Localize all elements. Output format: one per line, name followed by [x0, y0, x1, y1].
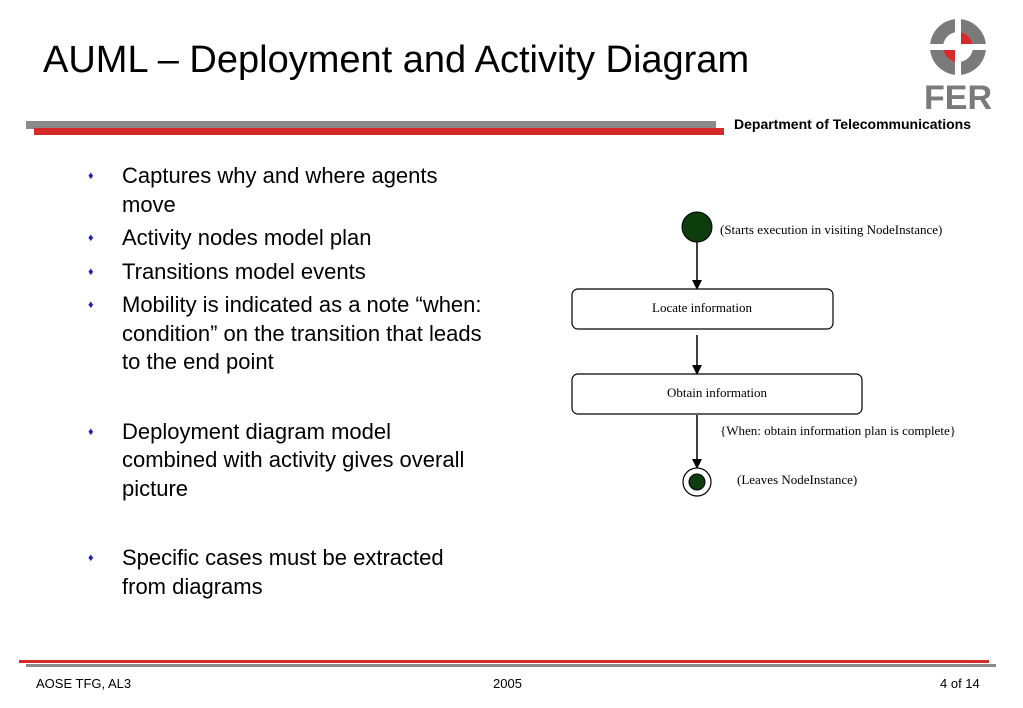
footer-gray-bar	[26, 664, 996, 667]
department-name: Department of Telecommunications	[734, 116, 972, 132]
activity-label: Obtain information	[667, 385, 768, 400]
header-red-bar	[34, 128, 724, 135]
logo-text: FER	[924, 79, 992, 113]
bullet-text: Specific cases must be extracted from di…	[122, 545, 444, 599]
bullet-item: ♦ Specific cases must be extracted from …	[88, 544, 488, 601]
final-node	[688, 473, 706, 491]
fer-logo-icon: FER	[924, 19, 992, 113]
footer-year: 2005	[493, 676, 522, 691]
footer-red-bar	[19, 660, 989, 663]
bullet-item: ♦ Mobility is indicated as a note “when:…	[88, 291, 488, 377]
start-note: (Starts execution in visiting NodeInstan…	[720, 222, 942, 237]
bullet-text: Activity nodes model plan	[122, 225, 372, 250]
end-note: (Leaves NodeInstance)	[737, 472, 857, 487]
bullet-list: ♦ Captures why and where agents move ♦ A…	[88, 162, 488, 601]
diamond-bullet-icon: ♦	[88, 232, 94, 244]
activity-locate-information	[571, 288, 834, 330]
bullet-item: ♦ Deployment diagram model combined with…	[88, 418, 488, 504]
bullet-item: ♦ Captures why and where agents move	[88, 162, 488, 219]
diamond-bullet-icon: ♦	[88, 552, 94, 564]
footer-page-number: 4 of 14	[940, 676, 980, 691]
diamond-bullet-icon: ♦	[88, 265, 94, 278]
bullet-item: ♦ Activity nodes model plan	[88, 224, 488, 253]
logo-emblem	[930, 19, 986, 75]
transition-guard: {When: obtain information plan is comple…	[720, 423, 956, 438]
bullet-text: Deployment diagram model combined with a…	[122, 418, 465, 501]
initial-node	[681, 211, 713, 243]
bullet-item: ♦ Transitions model events	[88, 258, 488, 287]
bullet-text: Captures why and where agents move	[122, 163, 438, 217]
bullet-text: Mobility is indicated as a note “when: c…	[122, 292, 482, 374]
footer-course: AOSE TFG, AL3	[36, 676, 132, 691]
bullet-text: Transitions model events	[122, 258, 366, 284]
activity-obtain-information	[571, 373, 863, 415]
diamond-bullet-icon: ♦	[88, 170, 94, 182]
slide-title: AUML – Deployment and Activity Diagram	[43, 39, 750, 81]
activity-diagram: (Starts execution in visiting NodeInstan…	[571, 211, 956, 497]
activity-label: Locate information	[652, 300, 752, 315]
header-gray-bar	[26, 121, 716, 129]
diamond-bullet-icon: ♦	[88, 299, 94, 311]
diamond-bullet-icon: ♦	[88, 425, 94, 438]
